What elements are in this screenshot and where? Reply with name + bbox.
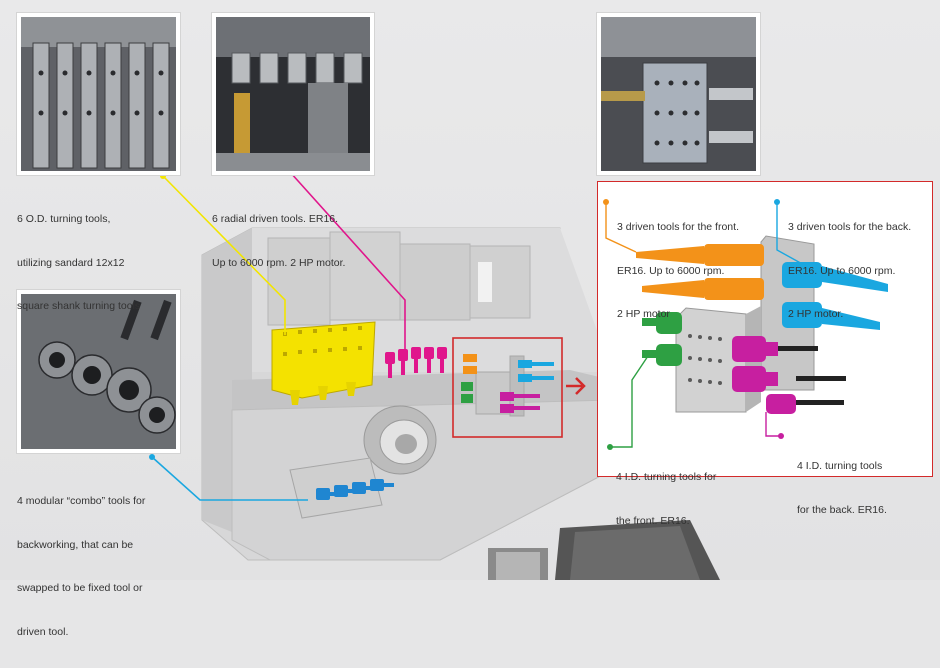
- caption-front-id: 4 I.D. turning tools for the front. ER16…: [616, 441, 716, 557]
- back-tooling-block-small: [461, 354, 554, 417]
- detail-highlight-box: [452, 337, 563, 438]
- od-turning-tools-highlight: [271, 321, 376, 405]
- front-id-tools-icon: [642, 312, 683, 367]
- caption-front-driven-line-2: ER16. Up to 6000 rpm.: [617, 264, 725, 277]
- caption-back-id-line-2: for the back. ER16.: [797, 503, 887, 516]
- caption-combo-tools: 4 modular “combo” tools for backworking,…: [17, 465, 145, 668]
- caption-radial-driven: 6 radial driven tools. ER16. Up to 6000 …: [212, 183, 345, 299]
- caption-back-id-line-1: 4 I.D. turning tools: [797, 460, 883, 472]
- photo-back-tooling-block: [597, 13, 760, 175]
- caption-combo-tools-line-4: driven tool.: [17, 625, 69, 638]
- diagram-canvas: 6 O.D. turning tools, utilizing sandard …: [0, 0, 940, 638]
- caption-back-driven-line-2: ER16. Up to 6000 rpm.: [788, 264, 896, 277]
- caption-combo-tools-line-1: 4 modular “combo” tools for: [17, 495, 146, 507]
- caption-radial-driven-line-1: 6 radial driven tools. ER16.: [212, 213, 339, 225]
- back-driven-tools-icon: [782, 262, 889, 331]
- photo-od-turning-tools: [17, 13, 180, 175]
- caption-back-driven: 3 driven tools for the back. ER16. Up to…: [788, 191, 911, 351]
- spindle-partial-illustration: [488, 520, 720, 580]
- back-id-tools-icon: [732, 336, 797, 415]
- photo-radial-driven-tools: [212, 13, 374, 175]
- caption-front-driven-line-1: 3 driven tools for the front.: [617, 221, 739, 233]
- front-driven-tools-icon: [636, 244, 765, 301]
- caption-combo-tools-line-2: backworking, that can be: [17, 538, 134, 551]
- caption-od-turning-line-3: square shank turning tools: [17, 300, 141, 312]
- leader-combo-tools: [151, 456, 308, 501]
- caption-od-turning-line-1: 6 O.D. turning tools,: [17, 213, 111, 225]
- caption-combo-tools-line-3: swapped to be fixed tool or: [17, 582, 143, 594]
- leader-od-turning: [162, 175, 286, 335]
- caption-back-id: 4 I.D. turning tools for the back. ER16.: [797, 430, 887, 546]
- photo-combo-tools: [17, 290, 180, 453]
- detail-tooling-illustration: [603, 199, 889, 451]
- caption-front-id-line-1: 4 I.D. turning tools for: [616, 471, 717, 483]
- tooling-machine-illustration: [149, 169, 720, 580]
- arrow-right-icon: [566, 377, 586, 395]
- caption-front-driven: 3 driven tools for the front. ER16. Up t…: [617, 191, 739, 351]
- caption-front-driven-line-3: 2 HP motor: [617, 308, 670, 320]
- caption-od-turning: 6 O.D. turning tools, utilizing sandard …: [17, 183, 140, 343]
- detail-panel: 3 driven tools for the front. ER16. Up t…: [597, 181, 933, 527]
- caption-back-driven-line-1: 3 driven tools for the back.: [788, 221, 912, 233]
- caption-back-driven-line-3: 2 HP motor.: [788, 308, 844, 320]
- leader-radial-driven: [289, 171, 406, 352]
- caption-front-id-line-2: the front. ER16.: [616, 514, 690, 527]
- caption-radial-driven-line-2: Up to 6000 rpm. 2 HP motor.: [212, 256, 346, 269]
- combo-tools-highlight: [289, 457, 394, 519]
- caption-od-turning-line-2: utilizing sandard 12x12: [17, 256, 125, 269]
- radial-driven-tools-highlight: [385, 347, 447, 378]
